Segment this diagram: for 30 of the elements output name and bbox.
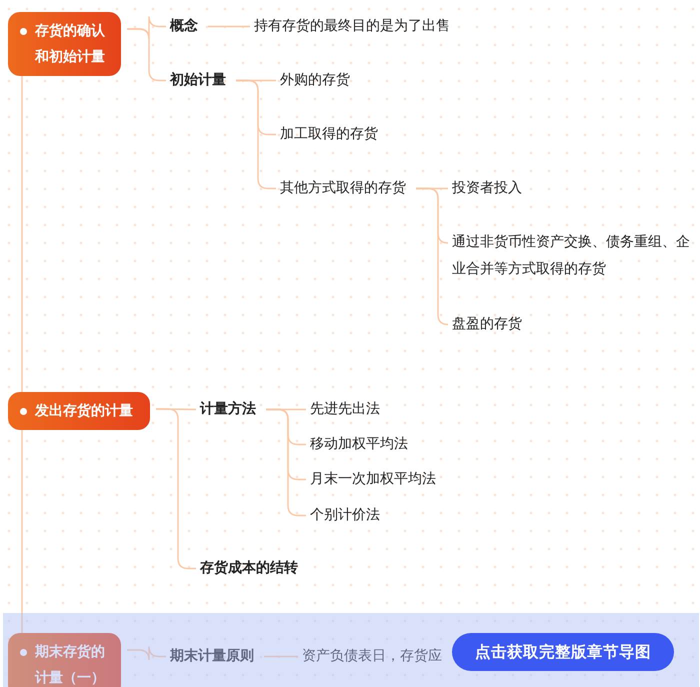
download-button: 点击获取完整版章节导图 [452,633,674,671]
connector-line [21,76,23,392]
topic-text: 外购的存货 [276,67,354,94]
topic-text: 资产负债表日，存货应 [298,643,446,670]
topic-text: 持有存货的最终目的是为了出售 [250,13,454,40]
topic-text: 期末计量原则 [166,643,258,670]
topic-text: 其他方式取得的存货 [276,175,410,202]
topic-text: 存货成本的结转 [196,555,302,582]
topic-box: 期末存货的计量（一） [8,633,121,687]
topic-text: 月末一次加权平均法 [306,466,440,493]
connector-line [266,408,306,516]
topic-box: 存货的确认和初始计量 [8,12,121,76]
topic-text: 加工取得的存货 [276,121,382,148]
topic-text: 概念 [166,13,202,40]
connector-line [236,80,276,190]
topic-text: 投资者投入 [448,175,526,202]
topic-text: 个别计价法 [306,502,384,529]
topic-text: 初始计量 [166,67,230,94]
connector-line [208,26,250,28]
connector-line [127,28,166,82]
topic-text: 计量方法 [196,396,260,423]
topic-text: 盘盈的存货 [448,311,526,338]
topic-text: 先进先出法 [306,396,384,423]
topic-text: 移动加权平均法 [306,431,412,458]
connector-line [21,430,23,633]
topic-box: 发出存货的计量 [8,392,150,430]
topic-text: 通过非货币性资产交换、债务重组、企业合并等方式取得的存货 [448,229,700,283]
connector-line [156,408,196,570]
connector-line [264,656,298,658]
connector-line [127,646,166,661]
